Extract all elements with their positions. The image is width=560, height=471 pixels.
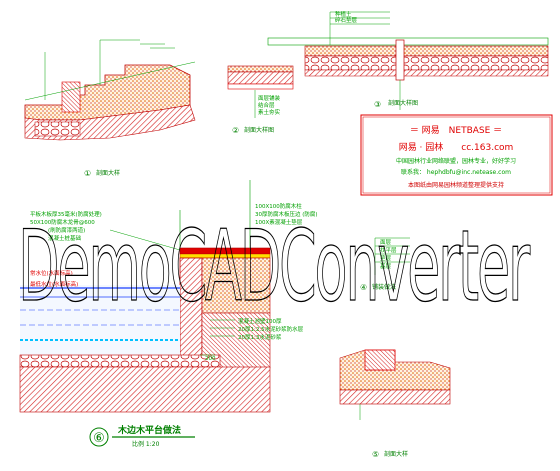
detail-2-label-b: 结合层 bbox=[258, 101, 275, 109]
detail-6-title-block: ⑥ 木边木平台做法 比例 1:20 bbox=[89, 424, 195, 448]
watermark-text: DemoCADConverter bbox=[18, 210, 531, 324]
detail-4-label-d: 基层 bbox=[380, 262, 392, 270]
detail-4-label-b: 找平层 bbox=[380, 246, 397, 254]
detail-1-section: ① 剖面大样 bbox=[24, 39, 196, 178]
detail-3-title: 剖面大样图 bbox=[388, 99, 418, 107]
detail-1-tag: ① 剖面大样 bbox=[84, 169, 120, 178]
info-box-line-5: 本图纸由网易园林频道整理提供支持 bbox=[408, 181, 504, 189]
detail-1-title: 剖面大样 bbox=[96, 169, 120, 177]
detail-6-label-right-3: 100X素混凝土垫层 bbox=[255, 218, 303, 226]
detail-3-section: 种植土 碎石垫层 ③ 剖面大样图 bbox=[267, 10, 549, 110]
detail-1-number: ① bbox=[84, 169, 91, 178]
detail-6-label-left-4: 混凝土桩基础 bbox=[48, 234, 82, 242]
detail-2-label-a: 面层铺装 bbox=[258, 94, 281, 102]
detail-5-section: ⑤ 剖面大样 bbox=[339, 349, 451, 459]
detail-6-label-right-top: 100X100防腐木柱 bbox=[255, 202, 302, 210]
detail-2-number: ② bbox=[232, 126, 239, 135]
detail-3-number: ③ bbox=[374, 100, 381, 109]
detail-6-title: 木边木平台做法 bbox=[117, 424, 181, 436]
detail-2-title: 剖面大样图 bbox=[244, 126, 274, 134]
detail-6-scale: 比例 1:20 bbox=[132, 440, 160, 448]
detail-6-label-bottom-1: 混凝土池壁100厚 bbox=[238, 317, 282, 325]
info-box: ＝ 网易 NETBASE ＝ 网易 · 园林 cc.163.com 中国园林行业… bbox=[360, 114, 553, 196]
info-box-line-1: ＝ 网易 NETBASE ＝ bbox=[410, 125, 502, 136]
detail-6-dimension: 200 bbox=[205, 356, 216, 362]
info-box-line-4: 联系我： hephdbfu@inc.netease.com bbox=[401, 168, 511, 176]
detail-5-number: ⑤ bbox=[372, 450, 379, 459]
detail-6-label-left-3: (刷防腐漆两道) bbox=[48, 226, 85, 234]
detail-4-label-a: 面层 bbox=[380, 239, 392, 246]
info-box-line-3: 中国园林行业网络联盟，园林专业，好好学习 bbox=[396, 157, 516, 165]
detail-2-label-c: 素土夯实 bbox=[258, 108, 281, 116]
detail-6-label-left-top: 平板木板厚35毫米(防腐处理) bbox=[30, 210, 102, 218]
detail-4-section: 面层 找平层 垫层 基层 ④ 铺装做法 bbox=[360, 237, 410, 292]
detail-6-label-bottom-3: 20厚1:3水泥砂浆 bbox=[238, 333, 282, 341]
detail-4-title: 铺装做法 bbox=[372, 283, 396, 291]
info-box-line-2: 网易 · 园林 cc.163.com bbox=[399, 141, 514, 153]
detail-6-label-right-2: 30厚防腐木板压边 (防腐) bbox=[255, 210, 318, 218]
detail-2-section: 面层铺装 结合层 素土夯实 ② 剖面大样图 bbox=[227, 65, 294, 135]
detail-4-number: ④ bbox=[360, 283, 367, 292]
detail-6-number: ⑥ bbox=[93, 431, 105, 446]
detail-6-label-left-2: 50X100防腐木龙骨@600 bbox=[30, 218, 95, 226]
detail-3-label-b: 碎石垫层 bbox=[335, 16, 358, 24]
detail-6-water-level-1: 常水位(水面标高) bbox=[30, 269, 73, 277]
detail-4-label-c: 垫层 bbox=[380, 254, 392, 262]
detail-3-label-a: 种植土 bbox=[335, 10, 352, 18]
water-body bbox=[20, 285, 180, 355]
detail-6-label-bottom-2: 20厚1:2.5水泥砂浆防水层 bbox=[238, 325, 304, 333]
detail-6-water-level-2: 最低水位(水面标高) bbox=[30, 280, 78, 288]
detail-6-section: 平板木板厚35毫米(防腐处理) 50X100防腐木龙骨@600 (刷防腐漆两道)… bbox=[19, 180, 318, 448]
detail-5-title: 剖面大样 bbox=[384, 450, 408, 458]
